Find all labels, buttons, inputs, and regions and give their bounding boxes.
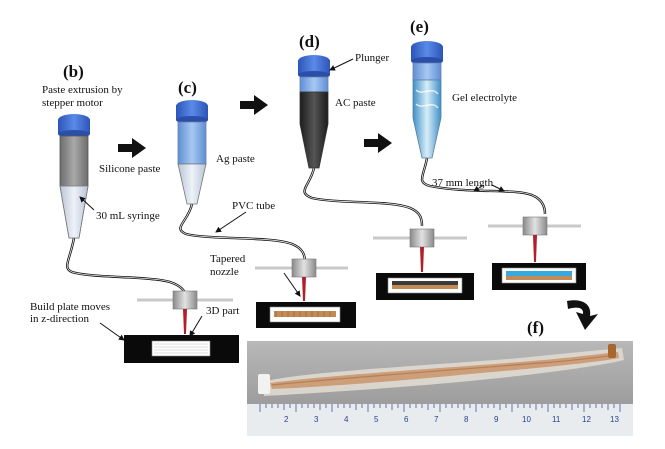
label-silicone-paste: Silicone paste (99, 163, 161, 175)
arrow-right-icon (240, 95, 268, 115)
build-plate-c (256, 302, 356, 328)
ruler-number: 8 (464, 415, 469, 424)
label-syringe: 30 mL syringe (96, 210, 160, 222)
label-ac-paste: AC paste (335, 97, 376, 109)
arrow-right-icon (364, 133, 392, 153)
ruler-number: 13 (610, 415, 619, 424)
label-paste-extrusion: Paste extrusion by (42, 84, 123, 96)
label-gel-electrolyte: Gel electrolyte (452, 92, 518, 104)
label-3d-part: 3D part (206, 305, 240, 317)
device-photo: 2 3 4 5 6 7 8 9 10 11 12 13 (247, 341, 633, 436)
arrow-right-icon (118, 138, 146, 158)
ruler-ticks (259, 404, 621, 412)
label-build-plate: Build plate moves (30, 301, 111, 313)
ruler-number: 3 (314, 415, 319, 424)
label-stepper-motor: stepper motor (42, 97, 103, 109)
nozzle-e (488, 216, 581, 262)
ruler-number: 12 (582, 415, 591, 424)
pointer-lines (79, 58, 505, 341)
step-label-b: (b) (63, 62, 84, 81)
ruler-number: 10 (522, 415, 531, 424)
curved-arrow-icon (567, 300, 598, 330)
nozzle-b (137, 290, 233, 334)
ruler-number: 5 (374, 415, 379, 424)
syringe-e (411, 41, 443, 159)
syringe-c (176, 100, 208, 205)
step-label-c: (c) (178, 78, 197, 97)
ruler-number: 9 (494, 415, 499, 424)
build-plate-e (492, 263, 586, 290)
ruler-number: 6 (404, 415, 409, 424)
step-label-f: (f) (527, 318, 544, 337)
step-label-e: (e) (410, 17, 429, 36)
syringe-d (298, 55, 330, 169)
step-label-d: (d) (299, 32, 320, 51)
ruler-number: 4 (344, 415, 349, 424)
label-length: 37 mm length (432, 177, 494, 189)
nozzle-c (255, 258, 348, 301)
label-ag-paste: Ag paste (216, 153, 255, 165)
ruler-numbers: 2 3 4 5 6 7 8 9 10 11 12 13 (284, 415, 619, 424)
ruler-number: 11 (552, 415, 561, 424)
ruler-number: 7 (434, 415, 439, 424)
tube-b (65, 237, 188, 299)
build-plate-d (376, 273, 474, 300)
nozzle-d (373, 228, 467, 272)
label-plunger: Plunger (355, 52, 390, 64)
syringe-b (58, 114, 90, 239)
ruler-number: 2 (284, 415, 289, 424)
tube-d (303, 167, 424, 227)
label-pvc-tube: PVC tube (232, 200, 276, 212)
label-z-direction: in z-direction (30, 313, 89, 325)
build-plate-b (124, 335, 239, 363)
label-nozzle: nozzle (210, 266, 239, 278)
label-tapered: Tapered (210, 253, 246, 265)
